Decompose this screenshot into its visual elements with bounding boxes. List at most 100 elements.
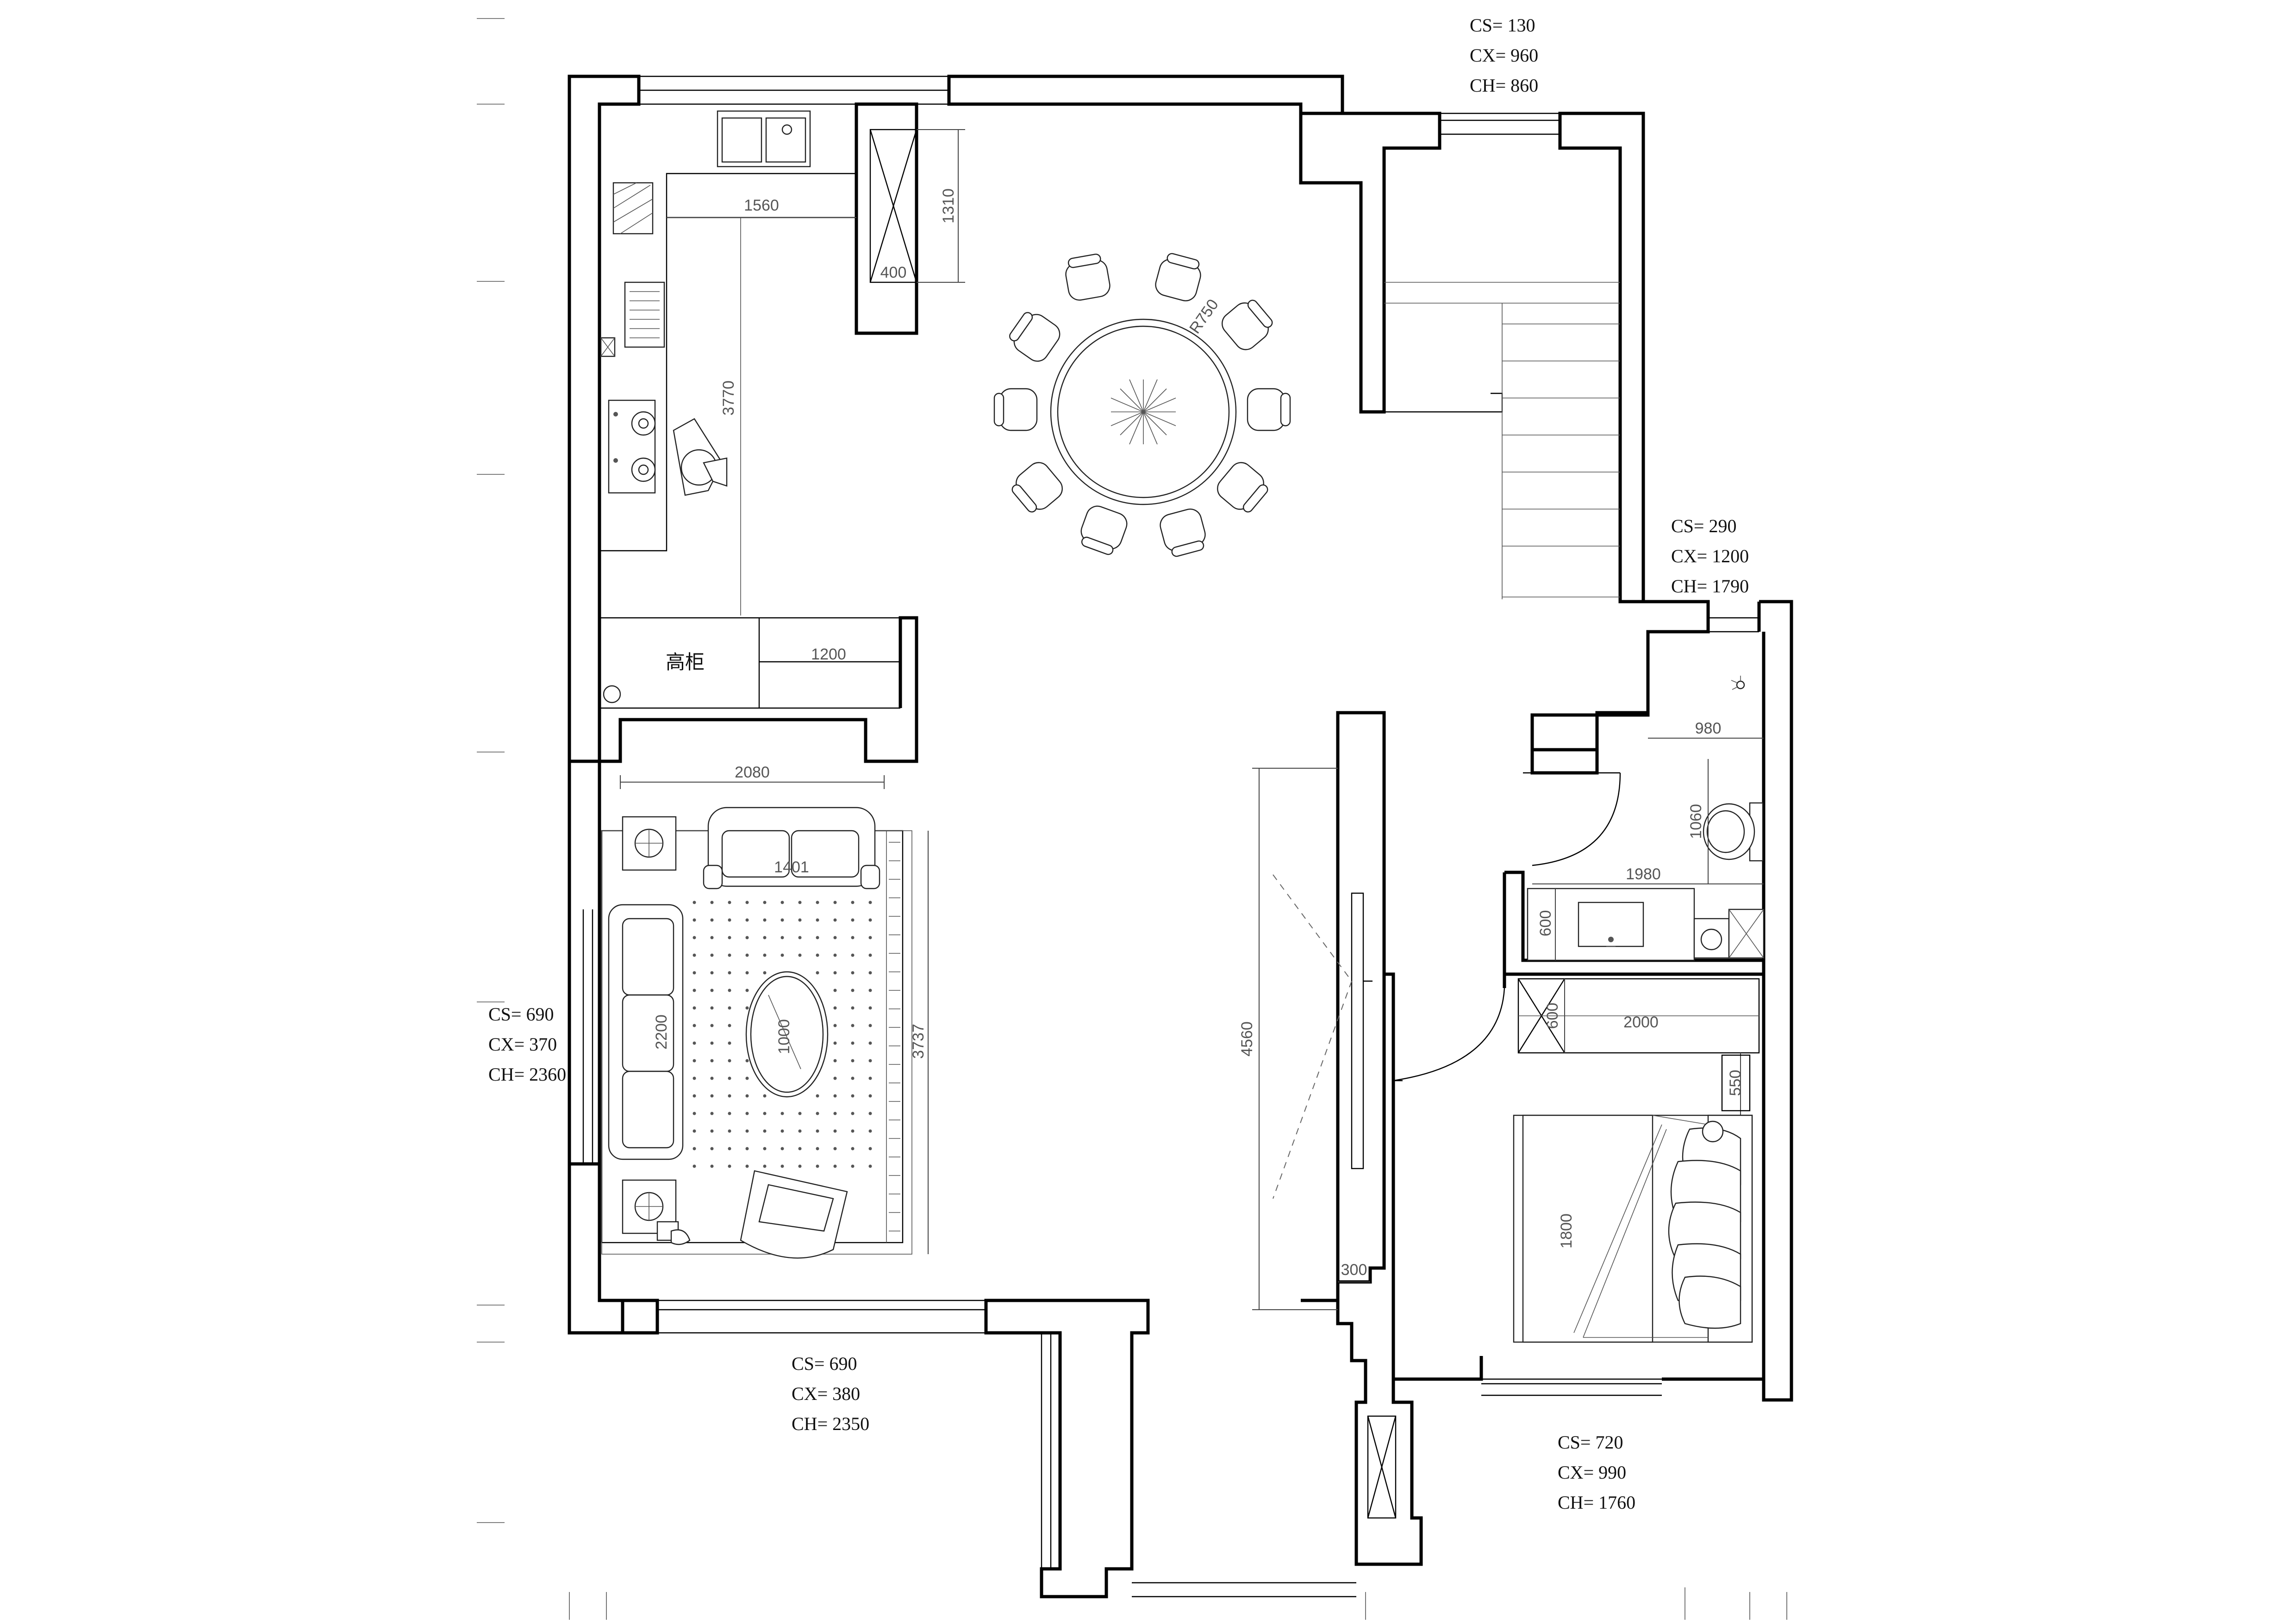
rug-dot [710, 1147, 714, 1150]
dim-column-height: 1310 [940, 188, 957, 224]
toilet-icon [1703, 802, 1764, 862]
rug-dot [763, 1164, 767, 1168]
dim-rug-length: 3737 [910, 1024, 927, 1059]
side-table-top [622, 816, 677, 871]
rug-dot [868, 936, 872, 939]
window-annotation-bedroom: CS= 720 CX= 990 CH= 1760 [1558, 1432, 1635, 1513]
rug-dot [693, 1024, 696, 1027]
rug-dot [816, 901, 819, 904]
rug-dot [745, 1147, 749, 1150]
rug-dot [851, 1112, 855, 1115]
rug-dot [728, 1006, 731, 1010]
rug-dot [693, 1094, 696, 1098]
dim-kitchen-length: 3770 [720, 380, 737, 416]
window-annotation-living-left: CS= 690 CX= 370 CH= 2360 [488, 1004, 566, 1085]
dim-bath-length: 1980 [1626, 865, 1661, 883]
rug-dot [833, 1059, 837, 1063]
rug-dot [868, 1006, 872, 1010]
rug-dot [780, 918, 784, 922]
rug-dot [745, 1076, 749, 1080]
rug-dot [763, 953, 767, 957]
rug-dot [710, 1112, 714, 1115]
dim-vanity-depth: 600 [1537, 910, 1554, 937]
rug-dot [868, 1041, 872, 1045]
bedroom: 2000 600 550 1800 [1513, 978, 1760, 1343]
tall-cabinet-label: 高柜 [666, 651, 705, 673]
dining-table: R750 [993, 253, 1291, 557]
rug-dot [745, 1129, 749, 1133]
bed: 1800 [1513, 1114, 1753, 1343]
svg-text:CS= 690: CS= 690 [792, 1353, 857, 1374]
rug-dot [816, 1094, 819, 1098]
plant-icon [1111, 379, 1176, 445]
dim-coffee-table: 1000 [775, 1019, 793, 1054]
appliance-icon [612, 182, 654, 235]
rug-dot [763, 1147, 767, 1150]
svg-text:CX= 1200: CX= 1200 [1671, 546, 1749, 566]
rug-dot [710, 1076, 714, 1080]
pillows [1668, 1120, 1741, 1329]
window-annotation-bottom-center: CS= 690 CX= 380 CH= 2350 [792, 1353, 869, 1434]
rug-dot [693, 953, 696, 957]
rug-dot [693, 1006, 696, 1010]
stove-icon [608, 399, 656, 494]
rug-dot [851, 1024, 855, 1027]
rug-dot [798, 1147, 802, 1150]
rug-dot [728, 1094, 731, 1098]
dim-tv-wall: 4560 [1238, 1021, 1256, 1057]
kitchen: 高柜 1560 3770 1310 400 1200 [599, 110, 965, 721]
svg-text:CS= 720: CS= 720 [1558, 1432, 1623, 1453]
dim-bed-width: 1800 [1558, 1213, 1575, 1249]
rug-dot [728, 901, 731, 904]
rug-dot [833, 1112, 837, 1115]
rug-dot [851, 989, 855, 992]
rug-dot [798, 953, 802, 957]
rug-dot [710, 936, 714, 939]
rug-dot [798, 901, 802, 904]
rug-dot [816, 1164, 819, 1168]
staircase [1384, 282, 1620, 599]
rug-dot [798, 936, 802, 939]
rug-dot [710, 1129, 714, 1133]
rug-dot [851, 1059, 855, 1063]
rug-dot [693, 1112, 696, 1115]
drain-icon [603, 685, 621, 703]
rug-dot [780, 1129, 784, 1133]
rug-dot [745, 971, 749, 975]
dim-living-width: 2080 [735, 764, 770, 781]
rug-dot [693, 1076, 696, 1080]
rug-dot [693, 936, 696, 939]
armchair [740, 1170, 848, 1259]
rug-dot [868, 1059, 872, 1063]
rug-dot [833, 1129, 837, 1133]
rug-dot [728, 1076, 731, 1080]
rug-pattern [693, 901, 872, 1168]
rug-dot [710, 989, 714, 992]
rug-dot [816, 936, 819, 939]
svg-text:CH= 2350: CH= 2350 [792, 1413, 869, 1434]
rug-dot [833, 971, 837, 975]
rug-dot [833, 918, 837, 922]
rug-dot [745, 1006, 749, 1010]
rug-dot [728, 1164, 731, 1168]
dim-column-width: 400 [880, 264, 907, 281]
rug-dot [868, 1112, 872, 1115]
rug-dot [693, 1059, 696, 1063]
rug-dot [798, 1129, 802, 1133]
rug-dot [833, 1164, 837, 1168]
dim-side-sofa: 2200 [653, 1014, 670, 1050]
rug-dot [745, 953, 749, 957]
bathroom: 980 1060 1980 600 [1523, 676, 1765, 961]
rug-dot [868, 1147, 872, 1150]
rug-dot [833, 1094, 837, 1098]
rug-dot [710, 1059, 714, 1063]
coffee-table: 1000 [745, 971, 829, 1098]
rug-dot [728, 1129, 731, 1133]
dim-kitchen-width: 1560 [744, 197, 779, 214]
rug-dot [745, 1164, 749, 1168]
window-annotation-bath: CS= 290 CX= 1200 CH= 1790 [1671, 516, 1749, 597]
telephone-icon [656, 1221, 691, 1245]
rug-dot [851, 1164, 855, 1168]
sofa-top: 1401 [703, 807, 880, 889]
